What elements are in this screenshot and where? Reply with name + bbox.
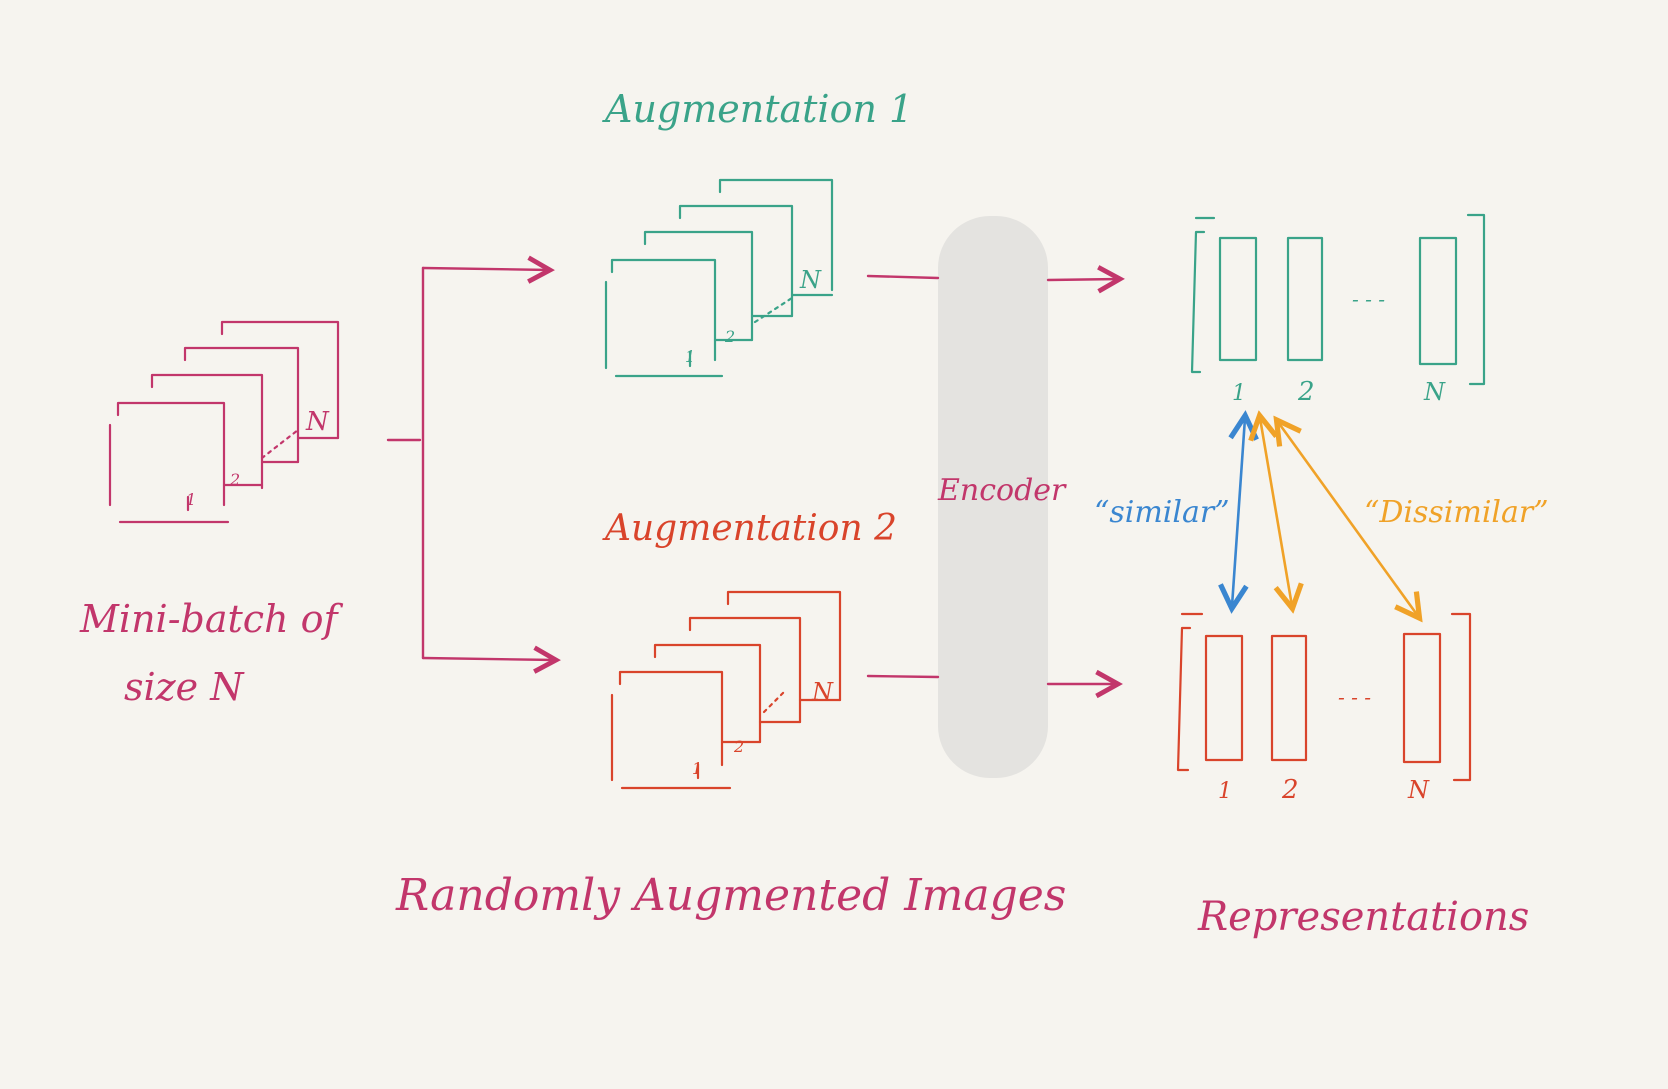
aug1-frame-back-3: [718, 178, 834, 292]
randomly-augmented-title: Randomly Augmented Images: [395, 870, 1066, 921]
branch-arrow-top: [421, 268, 550, 270]
rep1-ellipsis: - - -: [1352, 287, 1385, 311]
branch-arrow-bottom: [421, 658, 556, 660]
rep1-label-n: N: [1423, 378, 1446, 406]
stack-bottom-edges: [222, 436, 340, 487]
aug1-frame-back-1: [643, 230, 754, 342]
augmentation-2-stack: 1 2 N: [610, 590, 842, 790]
rep2-label-n: N: [1407, 776, 1430, 804]
mini-batch-title-line1: Mini-batch of: [79, 597, 343, 641]
similar-label: “similar”: [1094, 495, 1230, 530]
rep1-vector-1: [1218, 236, 1258, 362]
encoder-block: [938, 216, 1048, 778]
stack-frame-mid: [116, 401, 226, 507]
aug2-frame-back-3: [726, 590, 842, 702]
aug1-frame-mid: [610, 258, 717, 362]
representations-1: [1190, 213, 1486, 386]
aug1-frame-front: [604, 280, 724, 378]
augmentation-1-stack: 1 2 N: [604, 178, 834, 378]
representations-2: [1176, 612, 1472, 782]
rep1-label-2: 2: [1297, 377, 1315, 407]
representations-title: Representations: [1197, 894, 1529, 940]
augmentation-1-title: Augmentation 1: [602, 87, 913, 131]
mini-batch-label-2: 2: [229, 470, 240, 489]
branch-connector: [386, 268, 556, 660]
aug2-label-n: N: [811, 678, 834, 706]
aug2-stack-dots: [762, 688, 788, 714]
aug2-frame-back-2: [688, 616, 802, 724]
aug2-frame-back-1: [653, 643, 762, 744]
mini-batch-label-n: N: [305, 407, 330, 437]
rep2-label-1: 1: [1218, 779, 1232, 804]
encoder-to-rep1-arrow: [1046, 279, 1120, 280]
similar-arrow: [1232, 418, 1245, 606]
aug1-label-1: 1: [685, 347, 695, 366]
rep2-vector-1: [1204, 634, 1244, 762]
rep2-ellipsis: - - -: [1338, 685, 1371, 709]
rep1-vector-n: [1418, 236, 1458, 366]
rep1-vector-2: [1286, 236, 1324, 362]
aug1-bottom-edges: [713, 293, 834, 342]
mini-batch-label-1: 1: [186, 490, 196, 509]
rep1-label-1: 1: [1232, 381, 1246, 406]
rep2-label-2: 2: [1281, 775, 1299, 805]
dissimilar-label: “Dissimilar”: [1364, 495, 1549, 530]
stack-frame-back-3: [220, 320, 340, 440]
rep2-vector-2: [1270, 634, 1308, 762]
aug2-label-2: 2: [733, 737, 744, 756]
aug1-label-2: 2: [724, 327, 735, 346]
dissimilar-arrow-1: [1260, 418, 1292, 606]
rep2-vector-n: [1402, 632, 1442, 764]
rep1-left-bracket: [1190, 216, 1216, 374]
stack-dots: [260, 428, 300, 460]
augmentation-2-title: Augmentation 2: [602, 508, 897, 549]
aug2-frame-mid: [618, 670, 724, 767]
stack-frame-front: [108, 423, 230, 524]
encoder-label: Encoder: [937, 473, 1067, 508]
stack-frame-back-2: [183, 346, 300, 464]
aug1-stack-dots: [753, 296, 794, 324]
stack-frame-back-1: [150, 373, 264, 490]
rep2-right-bracket: [1450, 612, 1472, 782]
aug1-to-encoder-line: [866, 274, 940, 280]
mini-batch-title-line2: size N: [124, 665, 245, 709]
mini-batch-stack: 1 2 N: [108, 320, 340, 524]
rep1-right-bracket: [1466, 213, 1486, 386]
aug1-frame-back-2: [678, 204, 794, 318]
encoder-arrows: [866, 274, 1120, 684]
aug2-label-1: 1: [692, 759, 702, 778]
aug2-bottom-edges: [720, 698, 842, 744]
rep2-left-bracket: [1176, 612, 1204, 772]
dissimilar-arrow-2: [1278, 422, 1418, 616]
aug2-frame-front: [610, 693, 732, 790]
aug2-to-encoder-line: [866, 674, 940, 679]
aug1-label-n: N: [799, 266, 822, 294]
